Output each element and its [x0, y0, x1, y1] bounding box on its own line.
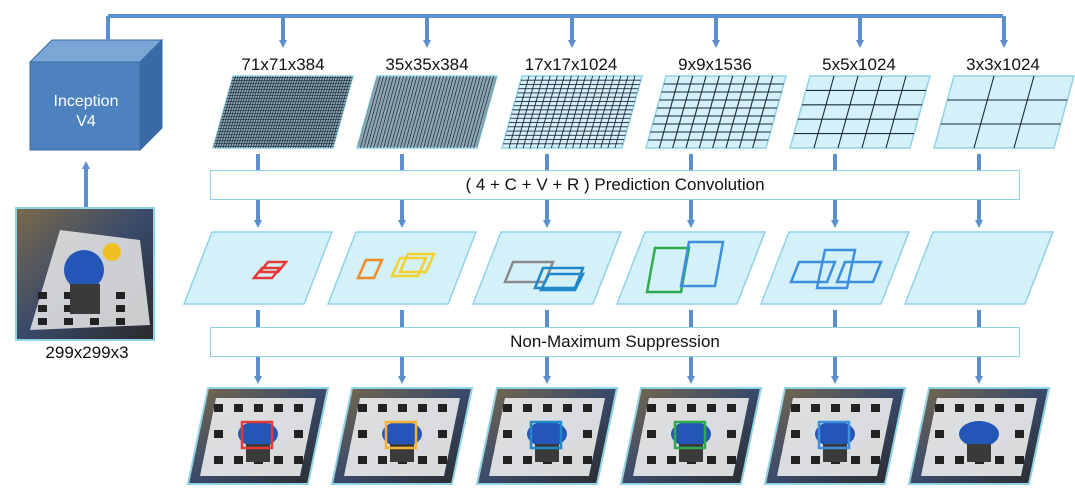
- nms-label: Non-Maximum Suppression: [510, 332, 720, 351]
- predicted-box: [645, 246, 691, 294]
- detection-box: [384, 420, 418, 450]
- backbone-title-line1: Inception: [53, 93, 119, 110]
- detection-box: [240, 420, 274, 450]
- feature-map-label-5: 5x5x1024: [822, 55, 896, 74]
- feature-map-grid-5: [789, 75, 931, 149]
- result-image-1: [186, 387, 330, 485]
- prediction-map-2: [326, 231, 478, 305]
- result-images: [186, 387, 1051, 485]
- input-marker-square: [64, 305, 73, 312]
- predicted-box: [257, 260, 289, 274]
- input-size-label: 299x299x3: [45, 343, 129, 362]
- detection-box: [529, 420, 563, 450]
- feature-maps: [212, 75, 1075, 149]
- cube-top-face: [28, 39, 164, 63]
- prediction-convolution-bar: ( 4 + C + V + R ) Prediction Convolution: [210, 170, 1020, 200]
- predicted-box: [390, 256, 428, 278]
- feature-map-grid-1: [212, 75, 354, 149]
- cube-front-face: [29, 61, 141, 151]
- feature-map-label-2: 35x35x384: [385, 55, 469, 74]
- detection-box: [817, 420, 851, 450]
- feature-map-grid-4: [645, 75, 787, 149]
- predicted-box: [815, 248, 857, 290]
- top-distribution-line: [106, 14, 1003, 40]
- input-marker-square: [38, 318, 47, 325]
- feature-map-grid-6: [933, 75, 1075, 149]
- predicted-box: [538, 272, 586, 292]
- predicted-box: [679, 240, 725, 288]
- feature-map-grid-3: [501, 75, 643, 149]
- feature-map-grid-2: [356, 75, 498, 149]
- predicted-box: [835, 260, 883, 284]
- prediction-map-1: [182, 231, 334, 305]
- result-image-6: [907, 387, 1051, 485]
- input-marker-square: [38, 292, 47, 299]
- input-marker-square: [64, 318, 73, 325]
- prediction-map-3: [471, 231, 623, 305]
- backbone-title: Inception V4: [32, 92, 140, 132]
- input-marker-square: [116, 305, 125, 312]
- feature-map-label-6: 3x3x1024: [966, 55, 1040, 74]
- input-marker-square: [64, 292, 73, 299]
- backbone-title-line2: V4: [76, 113, 96, 130]
- input-marker-square: [116, 292, 125, 299]
- result-image-4: [619, 387, 763, 485]
- predicted-box: [251, 266, 283, 280]
- input-marker-square: [38, 305, 47, 312]
- result-image-2: [330, 387, 474, 485]
- feature-map-label-4: 9x9x1536: [678, 55, 752, 74]
- result-image-3: [475, 387, 619, 485]
- nms-bar: Non-Maximum Suppression: [210, 327, 1020, 357]
- predicted-box: [356, 258, 384, 280]
- prediction-map-6: [903, 231, 1055, 305]
- prediction-map-5: [759, 231, 911, 305]
- result-image-5: [763, 387, 907, 485]
- input-marker-square: [116, 318, 125, 325]
- feature-map-label-3: 17x17x1024: [524, 55, 618, 74]
- input-image: [15, 207, 155, 341]
- input-marker-square: [90, 318, 99, 325]
- feature-map-label-1: 71x71x384: [241, 55, 325, 74]
- prediction-convolution-label: ( 4 + C + V + R ) Prediction Convolution: [465, 175, 765, 194]
- prediction-maps: [182, 231, 1055, 305]
- predicted-box: [398, 252, 436, 274]
- detection-box: [673, 420, 707, 450]
- top-arrows: [279, 16, 1008, 48]
- connector-arrows: [254, 154, 983, 384]
- prediction-map-4: [615, 231, 767, 305]
- inception-v4-block: [28, 38, 164, 152]
